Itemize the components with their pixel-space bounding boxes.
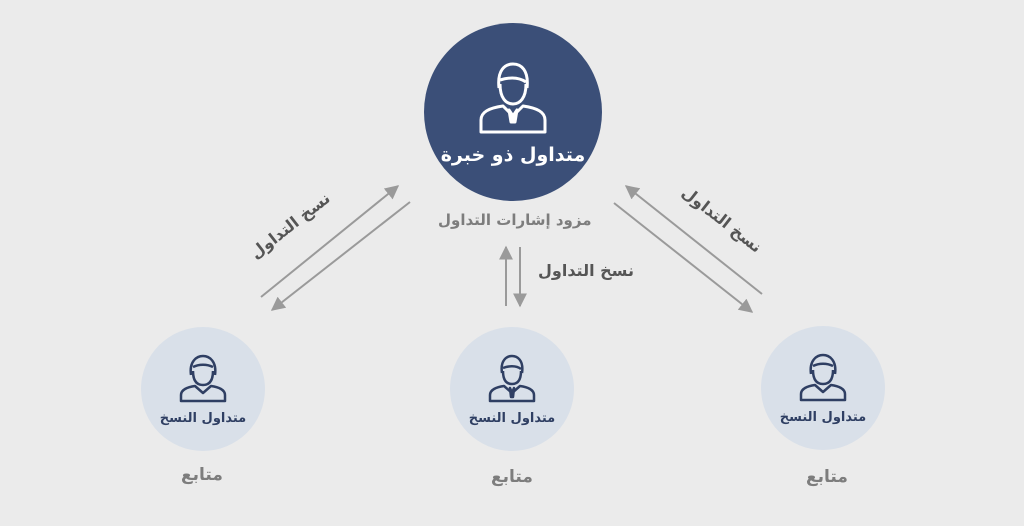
follower-node: متداول النسخ [761, 326, 885, 450]
follower-title: متداول النسخ [779, 409, 867, 425]
right-arrow-up [624, 185, 763, 295]
follower-role: متابع [806, 467, 848, 487]
provider-title: متداول ذو خبرة [440, 144, 586, 166]
follower-title: متداول النسخ [159, 410, 247, 426]
signal-provider-node: متداول ذو خبرة [424, 23, 602, 201]
female-user-icon [797, 352, 849, 406]
follower-title: متداول النسخ [468, 410, 556, 426]
male-user-icon [486, 353, 538, 407]
right-arrow-down [613, 202, 754, 313]
provider-subtitle: مزود إشارات التداول [438, 211, 592, 229]
follower-node: متداول النسخ [141, 327, 265, 451]
follower-role: متابع [181, 465, 223, 485]
businessman-icon [473, 58, 553, 138]
copy-label-middle: نسخ التداول [538, 261, 634, 280]
female-user-icon [177, 353, 229, 407]
follower-role: متابع [491, 467, 533, 487]
left-arrow-up [260, 185, 400, 298]
follower-node: متداول النسخ [450, 327, 574, 451]
left-arrow-down [270, 201, 411, 311]
